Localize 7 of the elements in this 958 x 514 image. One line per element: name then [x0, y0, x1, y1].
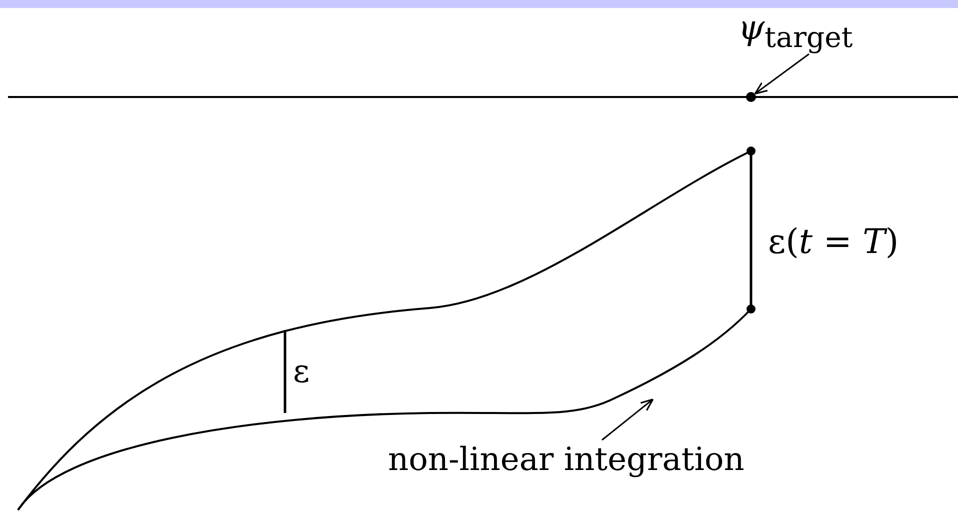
leader-arrow: [754, 53, 810, 94]
math-label: ε: [293, 352, 310, 390]
math-symbol: ψ$_{target}$: [738, 8, 853, 54]
annotation-text: non-linear integration: [388, 440, 744, 478]
target-point-dot: [746, 92, 756, 102]
math-label: ε(t = T): [768, 222, 899, 262]
leader-arrow: [602, 398, 654, 441]
